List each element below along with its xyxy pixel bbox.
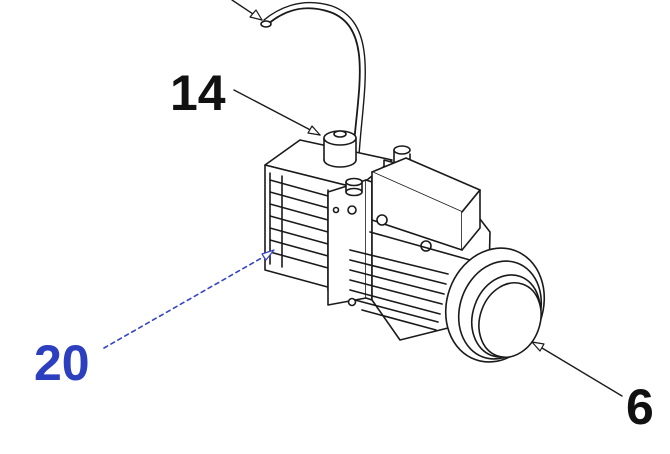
callout-label-6: 6 — [626, 379, 654, 435]
hose-fitting — [345, 177, 363, 197]
hose-leader-line — [231, 0, 263, 21]
motor-fan-cover — [444, 247, 546, 363]
leader-line-14 — [233, 89, 321, 136]
mounting-flange — [327, 179, 373, 307]
hose — [260, 1, 366, 181]
callout-label-20: 20 — [34, 335, 90, 391]
oil-fill-cap — [323, 130, 357, 168]
leader-line-20 — [103, 249, 275, 349]
callout-label-14: 14 — [170, 65, 226, 121]
leader-line-6 — [531, 341, 623, 397]
